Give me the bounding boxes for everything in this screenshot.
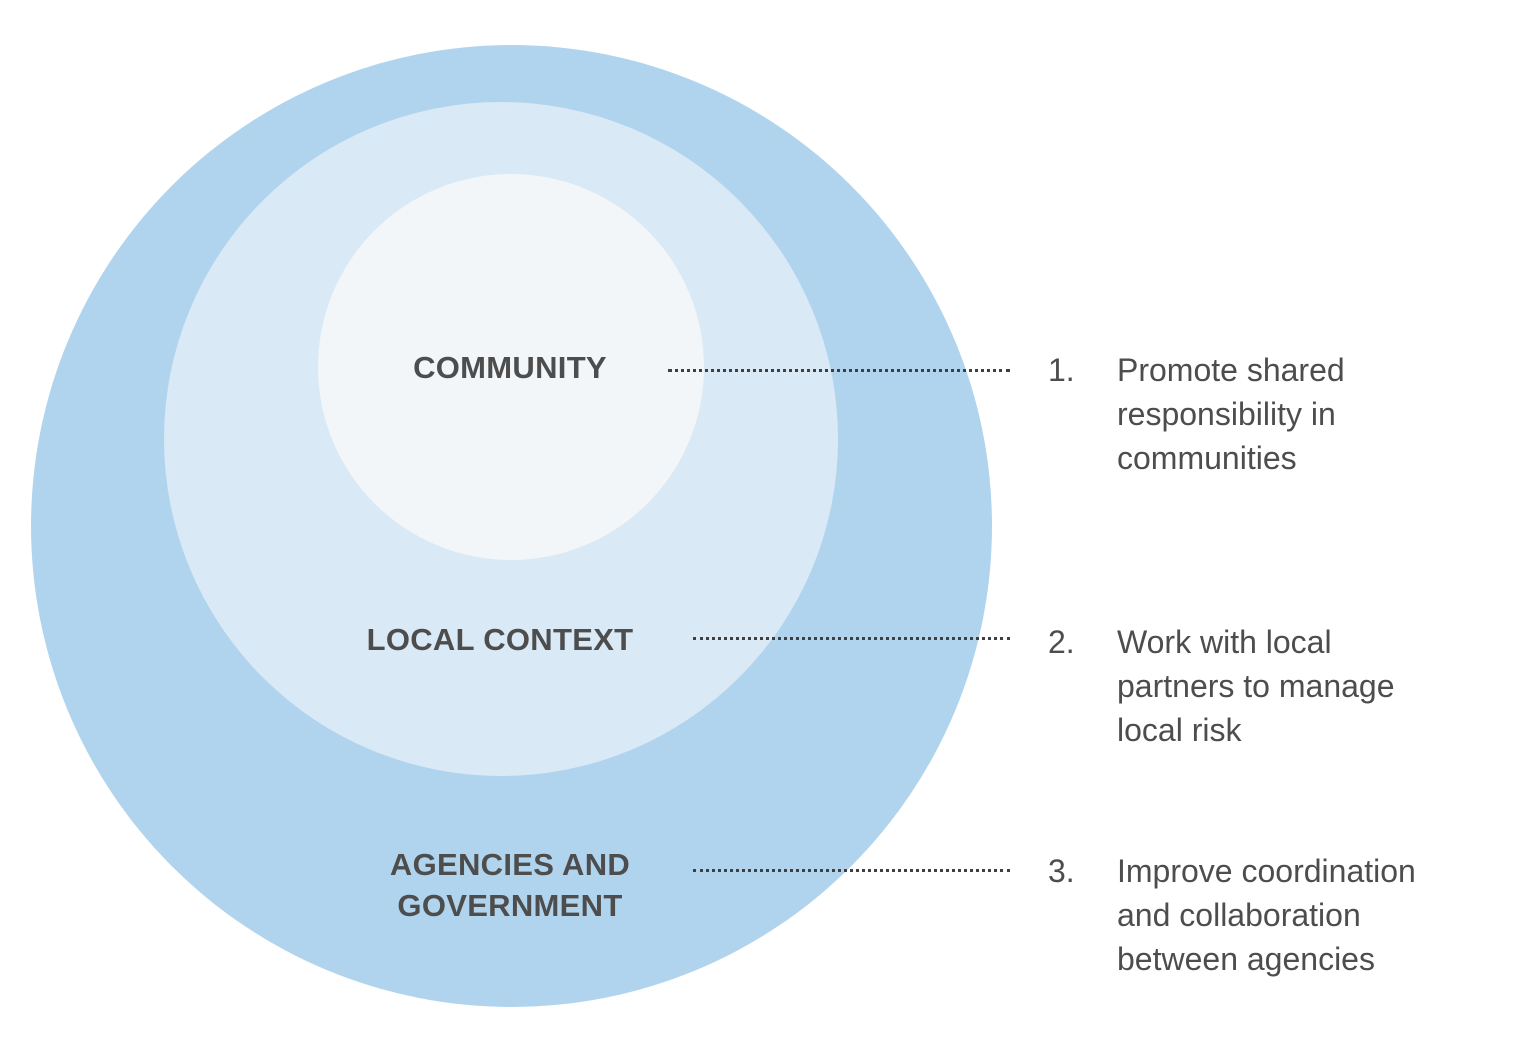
local-context-label: LOCAL CONTEXT <box>366 622 634 657</box>
leader-line-community <box>668 369 1010 372</box>
item-text-3: Improve coordination and collaboration b… <box>1117 853 1416 977</box>
leader-line-agencies <box>693 869 1010 872</box>
community-ring <box>318 174 704 560</box>
item-number-3: 3. <box>1048 853 1075 889</box>
agencies-government-label: AGENCIES AND GOVERNMENT <box>389 847 631 923</box>
item-number-2: 2. <box>1048 624 1075 660</box>
leader-line-local-context <box>693 637 1010 640</box>
item-number-1: 1. <box>1048 352 1075 388</box>
item-text-1: Promote shared responsibility in communi… <box>1117 352 1345 476</box>
community-label: COMMUNITY <box>413 350 607 385</box>
item-text-2: Work with local partners to manage local… <box>1117 624 1395 748</box>
